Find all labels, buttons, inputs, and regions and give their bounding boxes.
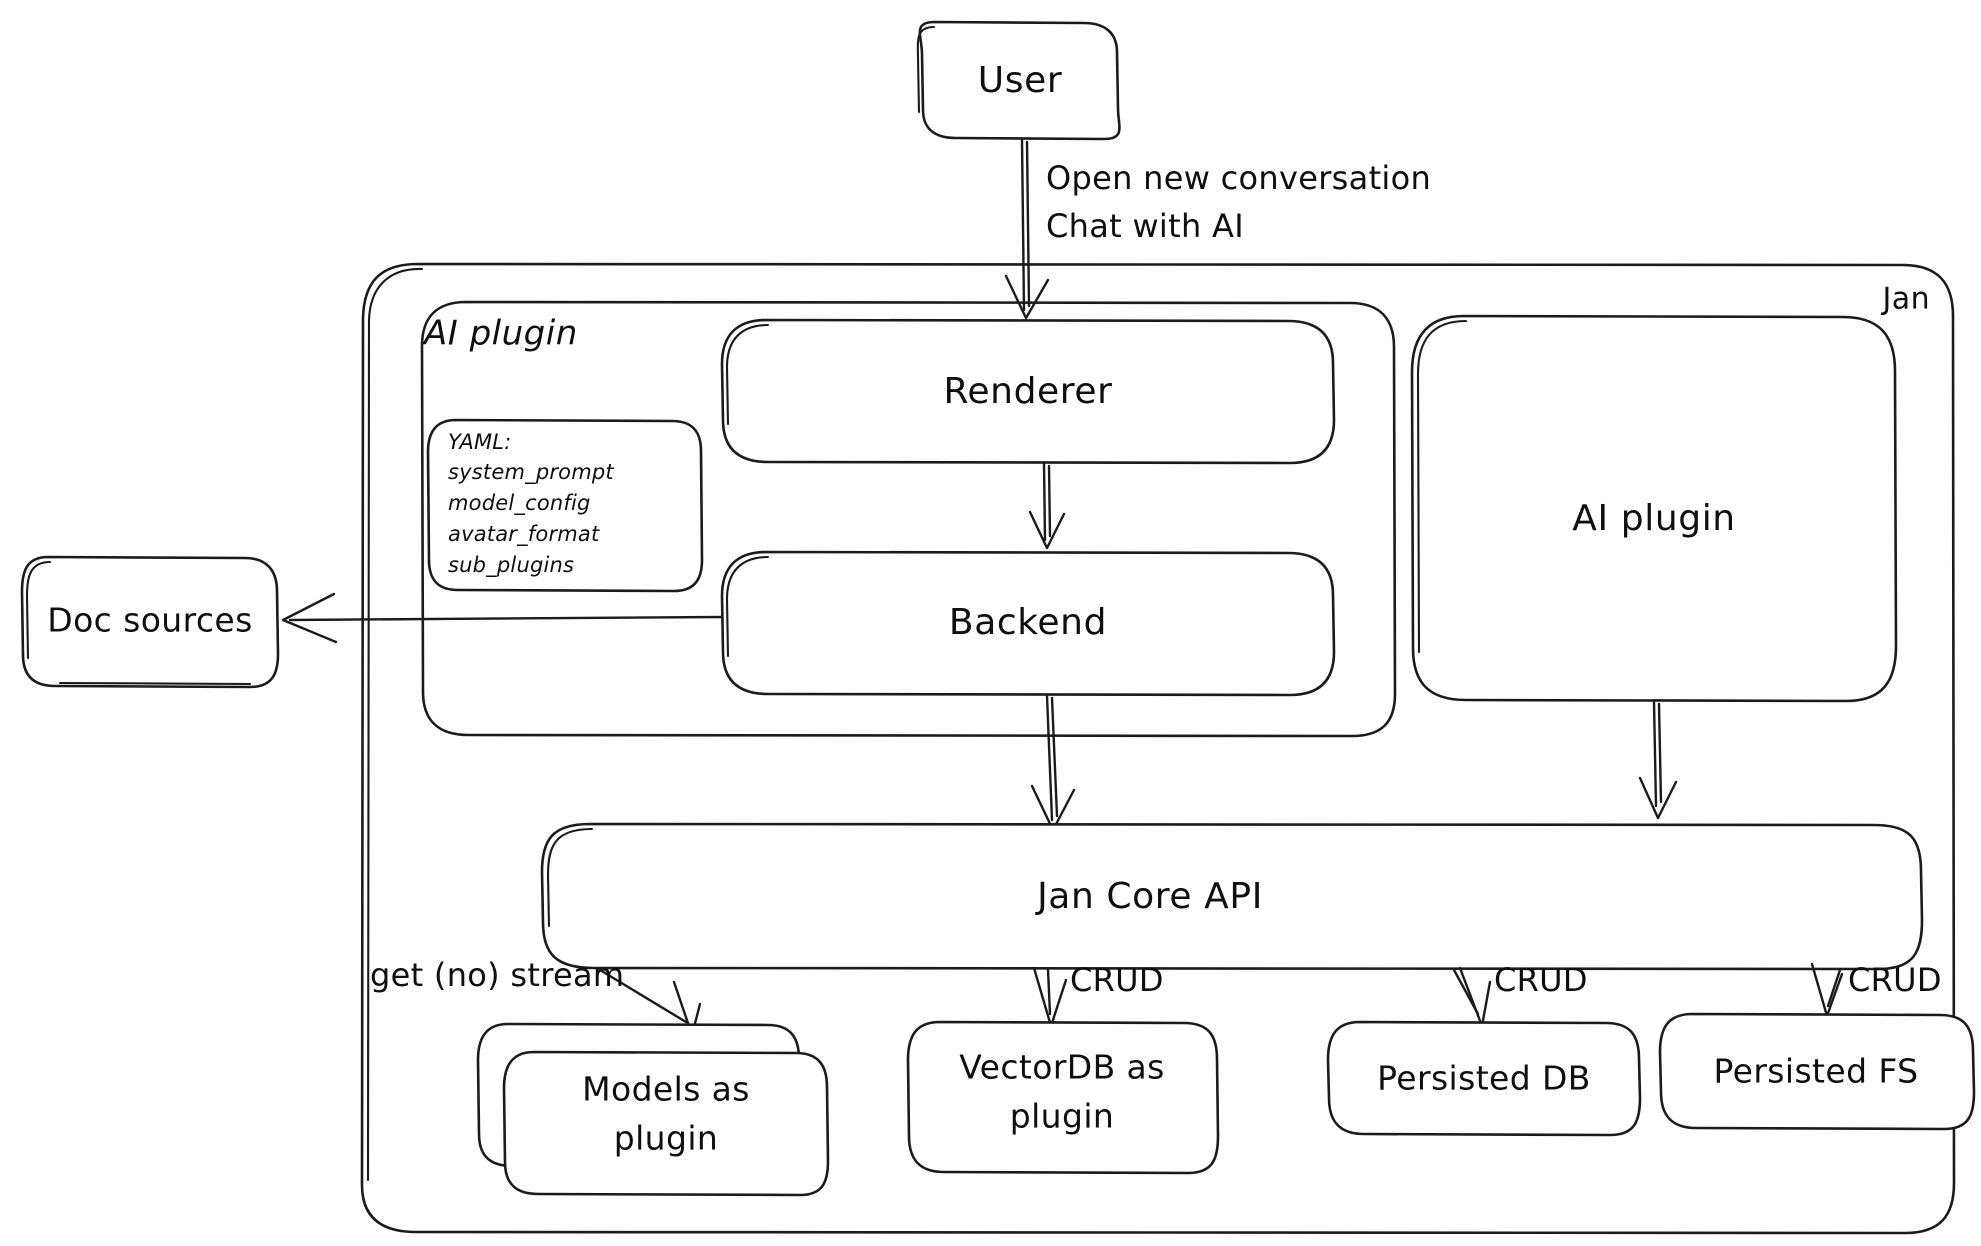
node-persisted-fs-label: Persisted FS [1714,1052,1919,1091]
node-models-plugin-label-line1: Models as [582,1070,750,1109]
edge-aiplugin-core-line-b [1657,702,1663,804]
renderer-box [720,318,1336,465]
jan-core-api-box-sketch-stroke [546,827,594,928]
yaml-note-line-2: avatar_format [448,522,600,547]
persisted-fs-box [1658,1012,1976,1131]
yaml-note-line-0: system_prompt [448,460,614,485]
edge-user-to-renderer: Open new conversation Chat with AI [1004,138,1431,320]
ai-plugin-box-sketch-stroke [1416,319,1468,654]
node-backend[interactable]: Backend [720,550,1336,697]
jan-container-outline [360,262,1956,1235]
ai-plugin-group-outline [420,300,1397,738]
container-ai-plugin-group-label: AI plugin [422,314,578,354]
edge-backend-to-doc-sources [281,592,724,644]
node-vectordb-as-plugin[interactable]: VectorDB as plugin [906,1020,1220,1175]
node-vectordb-plugin-label-line2: plugin [1010,1097,1114,1136]
edge-core-to-vectordb: CRUD [1032,961,1164,1028]
edge-core-models-label: get (no) stream [370,956,624,994]
backend-box [720,550,1336,697]
edge-core-persisteddb-label: CRUD [1494,961,1588,999]
edge-core-to-persisted-db: CRUD [1452,961,1588,1028]
node-doc-sources[interactable]: Doc sources [20,555,280,689]
jan-container-sketch-stroke [366,267,424,1182]
container-ai-plugin-group[interactable]: AI plugin [420,300,1397,738]
backend-box-sketch-stroke [725,555,770,658]
edge-core-persistedfs-line [1826,968,1842,1008]
node-user[interactable]: User [916,20,1121,141]
edge-user-renderer-line [1020,138,1026,312]
node-models-plugin-label-line2: plugin [614,1119,718,1158]
edge-renderer-to-backend [1028,462,1066,550]
edge-renderer-backend-line [1042,462,1047,542]
vectordb-plugin-box [906,1020,1220,1175]
edge-core-to-persisted-fs: CRUD [1810,961,1942,1018]
edge-backend-to-core [1030,694,1076,832]
doc-sources-box-sketch-stroke [25,560,52,660]
node-backend-label: Backend [949,602,1107,643]
persisted-db-box [1326,1020,1642,1137]
edge-ai-plugin-to-core [1638,700,1678,820]
node-jan-core-api[interactable]: Jan Core API [540,822,1924,971]
container-jan[interactable]: Jan [360,262,1956,1235]
edge-core-persistedfs-arrowhead [1810,962,1844,1018]
node-persisted-db[interactable]: Persisted DB [1326,1020,1642,1137]
edge-aiplugin-core-line [1652,700,1658,808]
node-persisted-fs[interactable]: Persisted FS [1658,1012,1976,1131]
user-box-sketch-stroke [916,25,936,114]
edge-renderer-backend-arrowhead [1028,510,1066,550]
yaml-note-line-3: sub_plugins [448,553,574,578]
edge-backend-doc-line [288,615,724,622]
yaml-note-line-1: model_config [448,491,591,516]
node-jan-core-api-label: Jan Core API [1035,876,1263,917]
node-ai-plugin-label: AI plugin [1572,498,1735,539]
node-renderer-label: Renderer [943,371,1112,412]
doc-sources-box-sketch-stroke-b [58,681,252,686]
edge-core-persistedfs-label: CRUD [1848,961,1942,999]
container-jan-label: Jan [1881,282,1930,317]
edge-user-renderer-arrowhead [1004,274,1050,320]
edge-core-persisteddb-arrowhead [1458,966,1492,1028]
edge-user-renderer-label-line1: Open new conversation [1046,159,1431,197]
node-renderer[interactable]: Renderer [720,318,1336,465]
edge-backend-core-line-b [1050,696,1059,818]
edge-core-vectordb-line [1046,968,1052,1016]
edge-user-renderer-label-line2: Chat with AI [1046,207,1244,245]
edge-renderer-backend-line-b [1047,464,1052,538]
renderer-box-sketch-stroke [725,323,770,426]
node-ai-plugin[interactable]: AI plugin [1410,314,1898,703]
node-doc-sources-label: Doc sources [47,601,252,640]
node-user-label: User [978,60,1062,101]
models-plugin-front-box [502,1050,830,1197]
edge-backend-doc-arrowhead [281,592,338,644]
edge-core-vectordb-label: CRUD [1070,961,1164,999]
node-vectordb-plugin-label-line1: VectorDB as [959,1048,1165,1087]
doc-sources-box [20,555,280,689]
note-yaml-config[interactable]: YAML: system_prompt model_config avatar_… [426,418,704,593]
edge-core-models-line [598,968,688,1024]
edge-backend-core-line [1045,694,1054,822]
node-models-as-plugin[interactable]: Models as plugin [476,1022,830,1197]
ai-plugin-box [1410,314,1898,703]
yaml-note-header: YAML: [448,430,511,454]
jan-core-api-box [540,822,1924,971]
user-box [918,20,1121,141]
node-persisted-db-label: Persisted DB [1377,1059,1591,1098]
edge-core-to-models: get (no) stream [370,956,702,1037]
edge-aiplugin-core-arrowhead [1638,776,1678,820]
edge-user-renderer-line-b [1025,140,1031,308]
yaml-note-box [426,418,704,593]
